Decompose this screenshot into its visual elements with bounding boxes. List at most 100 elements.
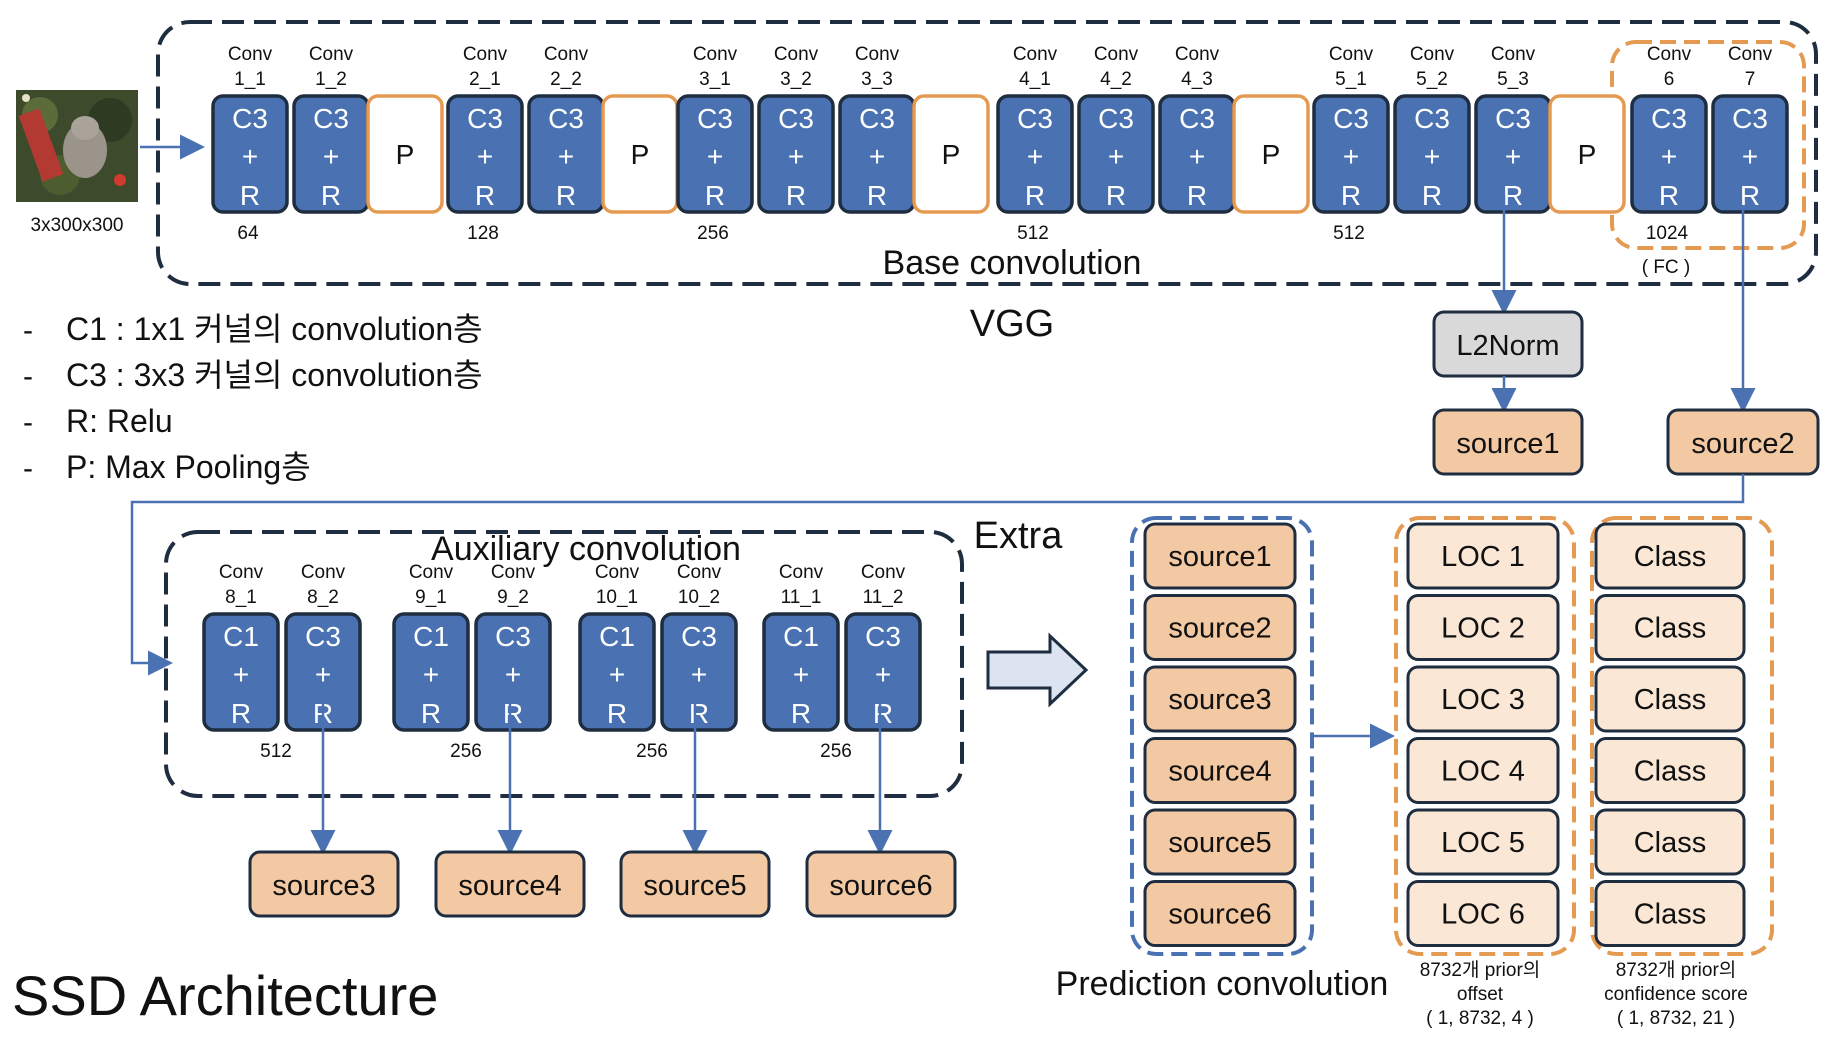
aux-source-box xyxy=(619,850,771,918)
relu-label: R xyxy=(240,180,260,211)
extra-title: Extra xyxy=(974,515,1064,557)
legend-dash: - xyxy=(23,360,33,393)
pred-source-label: source3 xyxy=(1168,684,1271,716)
conv-index-label: 4_3 xyxy=(1181,69,1213,90)
aux-conv-block xyxy=(660,612,738,732)
relu-label: R xyxy=(1422,180,1442,211)
input-image xyxy=(16,90,138,202)
conv-block xyxy=(1077,94,1155,214)
plus-label: + xyxy=(707,141,723,172)
conv-name-label: Conv xyxy=(228,44,273,65)
conv-name-label: Conv xyxy=(409,562,454,583)
conv-name-label: Conv xyxy=(463,44,508,65)
relu-label: R xyxy=(867,180,887,211)
legend-item: C1 : 1x1 커널의 convolution층 xyxy=(66,311,483,347)
plus-label: + xyxy=(423,659,439,690)
conv-name-label: Conv xyxy=(1094,44,1139,65)
conv-name-label: Conv xyxy=(301,562,346,583)
aux-source-box xyxy=(248,850,400,918)
conv-type-label: C1 xyxy=(783,621,819,652)
conv-index-label: 5_2 xyxy=(1416,69,1448,90)
loc-item-label: LOC 2 xyxy=(1441,613,1525,645)
conv-index-label: 5_3 xyxy=(1497,69,1529,90)
aux-source-label: source4 xyxy=(458,870,561,902)
pred-source-label: source4 xyxy=(1168,756,1271,788)
plus-label: + xyxy=(1189,141,1205,172)
conv-index-label: 6 xyxy=(1664,69,1675,90)
conv-block xyxy=(211,94,289,214)
class-item-box xyxy=(1594,522,1746,590)
relu-label: R xyxy=(1341,180,1361,211)
conv-type-label: C3 xyxy=(467,103,503,134)
plus-label: + xyxy=(869,141,885,172)
conv-name-label: Conv xyxy=(309,44,354,65)
conv-name-label: Conv xyxy=(544,44,589,65)
conv-name-label: Conv xyxy=(779,562,824,583)
conv-name-label: Conv xyxy=(1329,44,1374,65)
conv-name-label: Conv xyxy=(1647,44,1692,65)
conv-type-label: C3 xyxy=(859,103,895,134)
class-item-label: Class xyxy=(1634,756,1707,788)
conv-index-label: 2_2 xyxy=(550,69,582,90)
caption-line: offset xyxy=(1457,984,1504,1005)
channel-label: 64 xyxy=(237,223,259,244)
conv-type-label: C3 xyxy=(1017,103,1053,134)
caption-line: confidence score xyxy=(1604,984,1748,1005)
loc-item-box xyxy=(1406,594,1560,661)
conv-index-label: 11_2 xyxy=(863,587,904,608)
pred-source-label: source2 xyxy=(1168,613,1271,645)
pred-source-label: source5 xyxy=(1168,827,1271,859)
channel-label: 256 xyxy=(450,741,482,762)
auxiliary-convolution-box xyxy=(164,530,964,798)
conv-index-label: 10_1 xyxy=(596,587,638,608)
conv-type-label: C3 xyxy=(548,103,584,134)
class-item-box xyxy=(1594,737,1746,804)
conv-type-label: C3 xyxy=(681,621,717,652)
loc-item-label: LOC 1 xyxy=(1441,541,1525,573)
input-label: 3x300x300 xyxy=(31,215,124,236)
plus-label: + xyxy=(233,659,249,690)
l2norm-label: L2Norm xyxy=(1456,330,1559,362)
relu-label: R xyxy=(1740,180,1760,211)
plus-label: + xyxy=(1027,141,1043,172)
channel-label: 512 xyxy=(1333,223,1365,244)
plus-label: + xyxy=(788,141,804,172)
caption-line: ( 1, 8732, 4 ) xyxy=(1426,1008,1534,1029)
relu-label: R xyxy=(475,180,495,211)
relu-label: R xyxy=(689,698,709,729)
legend-dash: - xyxy=(23,314,33,347)
conv-index-label: 9_2 xyxy=(497,587,529,608)
relu-label: R xyxy=(1106,180,1126,211)
pred-source-box xyxy=(1143,808,1297,876)
loc-item-label: LOC 6 xyxy=(1441,899,1525,931)
channel-label: 256 xyxy=(820,741,852,762)
loc-item-box xyxy=(1406,665,1560,733)
conv-type-label: C1 xyxy=(413,621,449,652)
loc-item-box xyxy=(1406,522,1560,590)
pooling-label: P xyxy=(1262,139,1281,170)
conv-index-label: 9_1 xyxy=(415,587,447,608)
base-convolution-box xyxy=(156,20,1818,286)
plus-label: + xyxy=(242,141,258,172)
base-convolution-title: Base convolution xyxy=(883,244,1142,282)
conv-type-label: C3 xyxy=(1495,103,1531,134)
relu-label: R xyxy=(791,698,811,729)
conv-index-label: 4_1 xyxy=(1019,69,1051,90)
pred-sources-box xyxy=(1130,516,1314,956)
channel-label: 512 xyxy=(1017,223,1049,244)
class-item-label: Class xyxy=(1634,899,1707,931)
conv-name-label: Conv xyxy=(677,562,722,583)
conv-name-label: Conv xyxy=(1728,44,1773,65)
legend-item: P: Max Pooling층 xyxy=(66,449,311,485)
conv-index-label: 2_1 xyxy=(469,69,501,90)
channel-label: 1024 xyxy=(1646,223,1689,244)
aux-source-box xyxy=(434,850,586,918)
plus-label: + xyxy=(558,141,574,172)
conv-index-label: 4_2 xyxy=(1100,69,1132,90)
conv-name-label: Conv xyxy=(861,562,906,583)
conv-type-label: C3 xyxy=(697,103,733,134)
conv-name-label: Conv xyxy=(855,44,900,65)
aux-conv-block xyxy=(474,612,552,732)
conv-index-label: 1_2 xyxy=(315,69,347,90)
flow-arrow xyxy=(986,632,1089,708)
